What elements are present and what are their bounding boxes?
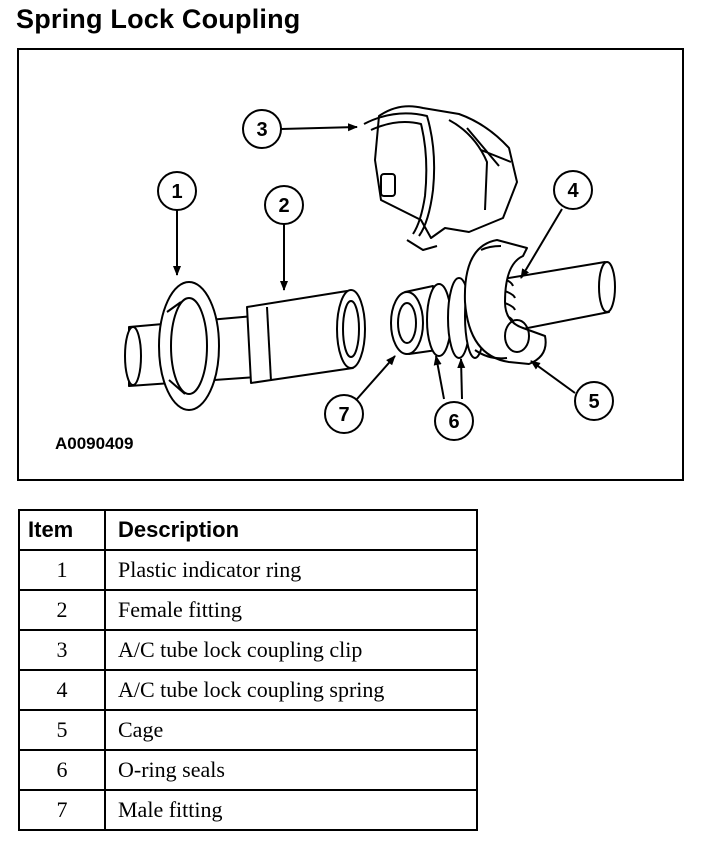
- leader-line-3: [280, 123, 358, 132]
- item-number: 3: [18, 629, 106, 671]
- cage: [463, 239, 547, 365]
- item-number: 7: [18, 789, 106, 831]
- description-column-header: Description: [104, 509, 478, 551]
- item-description: A/C tube lock coupling spring: [104, 669, 478, 711]
- leader-lines: [173, 123, 576, 400]
- leader-line-4: [520, 208, 563, 279]
- table-row: 3 A/C tube lock coupling clip: [18, 629, 478, 671]
- table-row: 4 A/C tube lock coupling spring: [18, 669, 478, 711]
- callout-circle-4: [553, 170, 593, 210]
- item-description: Male fitting: [104, 789, 478, 831]
- page-title: Spring Lock Coupling: [16, 4, 301, 34]
- callout-circle-5: [574, 381, 614, 421]
- table-row: 6 O-ring seals: [18, 749, 478, 791]
- lock-coupling-clip: [363, 105, 518, 251]
- table-row: 5 Cage: [18, 709, 478, 751]
- callout-label-1: 1: [171, 181, 182, 203]
- callout-circles: [157, 109, 614, 441]
- table-header-row: Item Description: [18, 509, 478, 551]
- item-number: 5: [18, 709, 106, 751]
- leader-line-5: [530, 360, 576, 394]
- item-number: 1: [18, 549, 106, 591]
- diagram-figure: 1 2 3 4 5 6 7 A0090409: [17, 48, 684, 481]
- item-column-header: Item: [18, 509, 106, 551]
- table-row: 2 Female fitting: [18, 589, 478, 631]
- callout-circle-6: [434, 401, 474, 441]
- callout-label-2: 2: [278, 195, 289, 217]
- item-description: Female fitting: [104, 589, 478, 631]
- coupling-illustration: 1 2 3 4 5 6 7: [124, 105, 616, 441]
- female-fitting: [246, 289, 366, 384]
- table-row: 7 Male fitting: [18, 789, 478, 831]
- callout-circle-2: [264, 185, 304, 225]
- item-description: A/C tube lock coupling clip: [104, 629, 478, 671]
- right-tube: [484, 261, 616, 337]
- item-description: Cage: [104, 709, 478, 751]
- callout-label-5: 5: [588, 391, 599, 413]
- leader-line-6a: [433, 355, 445, 400]
- legend-table: Item Description 1 Plastic indicator rin…: [18, 509, 478, 831]
- callout-label-3: 3: [256, 119, 267, 141]
- callout-circle-7: [324, 394, 364, 434]
- callout-label-7: 7: [338, 404, 349, 426]
- item-number: 4: [18, 669, 106, 711]
- item-description: Plastic indicator ring: [104, 549, 478, 591]
- item-description: O-ring seals: [104, 749, 478, 791]
- callout-label-6: 6: [448, 411, 459, 433]
- figure-id: A0090409: [55, 434, 134, 453]
- callout-circle-1: [157, 171, 197, 211]
- callout-label-4: 4: [567, 180, 579, 202]
- plastic-indicator-ring: [158, 281, 220, 411]
- item-number: 2: [18, 589, 106, 631]
- table-row: 1 Plastic indicator ring: [18, 549, 478, 591]
- item-number: 6: [18, 749, 106, 791]
- callout-circle-3: [242, 109, 282, 149]
- leader-line-7: [356, 355, 396, 400]
- leader-line-6b: [457, 358, 466, 400]
